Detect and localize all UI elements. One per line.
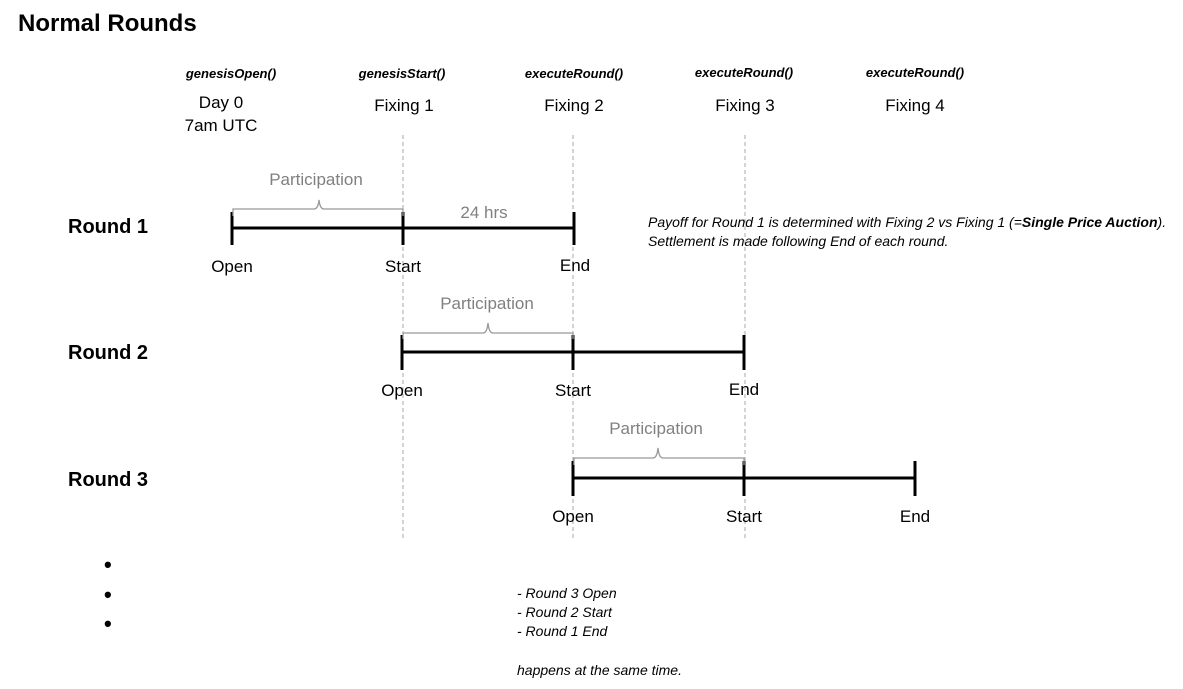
round-1-participation-label: Participation: [269, 170, 363, 189]
fixing-4-label: Fixing 4: [885, 96, 945, 115]
same-time-item-1: - Round 3 Open: [517, 585, 617, 601]
round-1-participation-bracket: [232, 199, 404, 216]
round-1-label: Round 1: [68, 216, 148, 238]
fixing-3-function: executeRound(): [694, 65, 794, 80]
round-1-timeline: [230, 199, 576, 245]
fixing-1-function: genesisStart(): [358, 66, 446, 81]
payoff-note-line-2: Settlement is made following End of each…: [648, 233, 949, 249]
fixing-3-label: Fixing 3: [715, 96, 775, 115]
round-3-label: Round 3: [68, 469, 148, 491]
round-2-end-label: End: [728, 380, 760, 399]
continuation-bullet-3: •: [104, 611, 112, 636]
fixing-2-label: Fixing 2: [544, 96, 604, 115]
fixing-1-label: Fixing 1: [374, 96, 434, 115]
round-3-start-label: Start: [726, 507, 762, 526]
round-3-timeline: [571, 447, 917, 496]
round-3-participation-label: Participation: [609, 419, 703, 438]
continuation-bullet-1: •: [104, 552, 112, 577]
round-3-open-label: Open: [552, 507, 594, 526]
fixing-0-day: Day 0 7am UTC: [185, 91, 258, 137]
continuation-bullet-2: •: [104, 582, 112, 607]
payoff-note-suffix: ).: [1157, 214, 1167, 230]
round-1-end-label: End: [559, 256, 591, 275]
same-time-footer: happens at the same time.: [517, 662, 682, 678]
round-1-duration-label: 24 hrs: [460, 203, 508, 222]
round-2-timeline: [400, 322, 746, 370]
fixing-4-function: executeRound(): [865, 65, 965, 80]
round-3-participation-bracket: [573, 447, 745, 465]
round-1-open-label: Open: [211, 257, 253, 276]
fixing-0-function: genesisOpen(): [185, 66, 277, 81]
same-time-list: - Round 3 Open - Round 2 Start - Round 1…: [517, 584, 617, 641]
same-time-item-3: - Round 1 End: [517, 623, 608, 639]
payoff-note-prefix: Payoff for Round 1 is determined with Fi…: [648, 214, 1022, 230]
round-1-start-label: Start: [385, 257, 421, 276]
round-2-participation-bracket: [402, 322, 574, 339]
payoff-note: Payoff for Round 1 is determined with Fi…: [648, 213, 1166, 251]
fixing-2-function: executeRound(): [524, 66, 624, 81]
same-time-item-2: - Round 2 Start: [517, 604, 612, 620]
payoff-note-line-1: Payoff for Round 1 is determined with Fi…: [648, 213, 1166, 232]
payoff-note-bold: Single Price Auction: [1021, 214, 1158, 230]
round-2-open-label: Open: [381, 381, 423, 400]
round-2-participation-label: Participation: [440, 294, 534, 313]
round-2-label: Round 2: [68, 342, 148, 364]
fixing-0-line2: 7am UTC: [184, 116, 258, 135]
round-3-end-label: End: [899, 507, 931, 526]
page-title: Normal Rounds: [18, 10, 197, 37]
fixing-0-line1: Day 0: [198, 93, 244, 112]
round-2-start-label: Start: [555, 381, 591, 400]
